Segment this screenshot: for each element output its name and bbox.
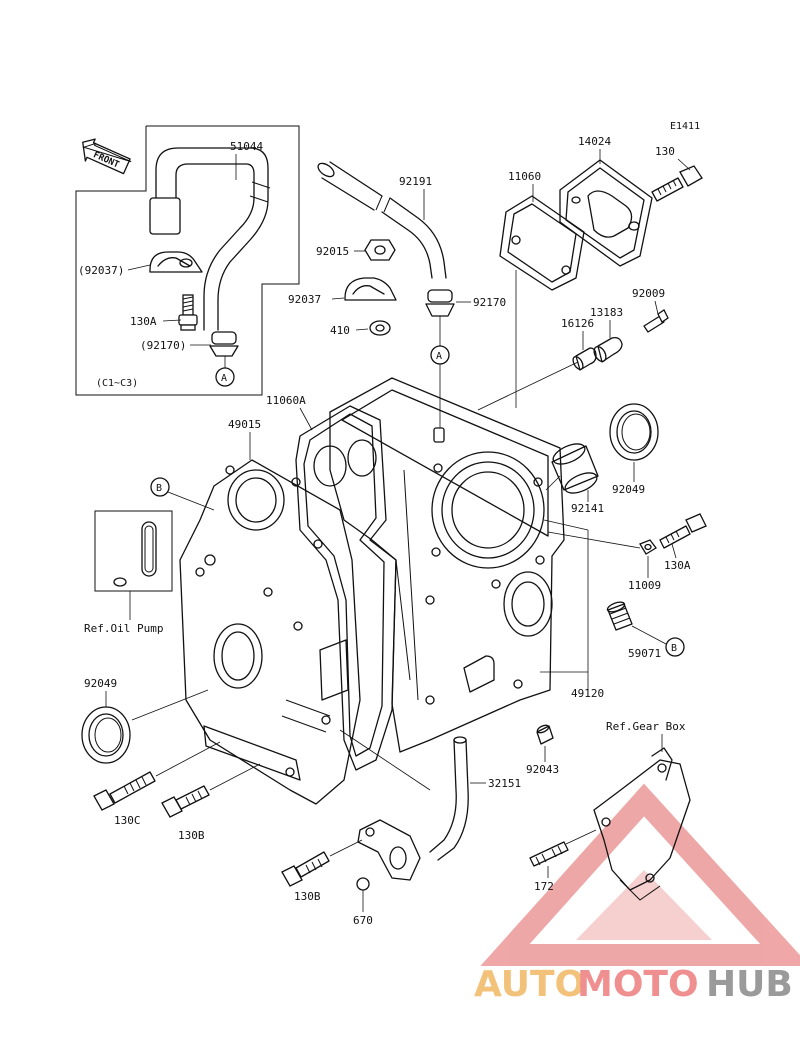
label-92009: 92009 xyxy=(632,287,665,300)
gear-box-bracket xyxy=(593,747,691,901)
watermark-moto: MOTO xyxy=(577,964,699,1005)
label-130c: 130C xyxy=(114,814,141,827)
inset-box: FRONT A 51044 xyxy=(75,125,300,396)
gasket-11060 xyxy=(499,195,585,291)
marker-a-label: A xyxy=(436,351,442,362)
oring-670 xyxy=(356,877,370,891)
clamp-92037 xyxy=(344,277,397,301)
watermark-hub: HUB xyxy=(706,964,793,1005)
label-ref-gear-box: Ref.Gear Box xyxy=(606,720,686,733)
bolt-130a-right xyxy=(659,513,707,549)
label-11060: 11060 xyxy=(508,170,541,183)
inset-note: (C1~C3) xyxy=(96,378,138,389)
label-49015: 49015 xyxy=(228,418,261,431)
marker-a-inset xyxy=(215,367,235,387)
watermark-auto: AUTO xyxy=(474,964,585,1005)
dowel-16126 xyxy=(572,347,597,371)
dowel-13183 xyxy=(593,336,623,363)
bolt-130 xyxy=(651,165,703,202)
label-92170: 92170 xyxy=(473,296,506,309)
marker-b-right xyxy=(665,637,685,657)
marker-b-right-label: B xyxy=(671,643,677,654)
bolt-130a-inset xyxy=(178,294,198,331)
cover-49015 xyxy=(179,459,361,805)
label-51044: 51044 xyxy=(230,140,263,153)
gasket-11060a xyxy=(295,405,397,771)
front-arrow-icon: FRONT xyxy=(82,138,132,175)
label-130b-lower: 130B xyxy=(294,890,321,903)
label-130a-right: 130A xyxy=(664,559,691,572)
marker-b-left xyxy=(150,477,170,497)
sensor-59071 xyxy=(606,601,633,631)
label-13183: 13183 xyxy=(590,306,623,319)
marker-b-left-label: B xyxy=(156,483,162,494)
stud-172 xyxy=(529,841,569,867)
seal-92049-left xyxy=(81,706,131,764)
label-410: 410 xyxy=(330,324,350,337)
bushing-92141 xyxy=(551,443,599,494)
label-49120: 49120 xyxy=(571,687,604,700)
clamp-92170 xyxy=(425,289,455,317)
dowel-92043 xyxy=(536,724,554,745)
label-16126: 16126 xyxy=(561,317,594,330)
watermark-triangle xyxy=(480,783,800,966)
seal-92049-right xyxy=(609,403,659,461)
nut-92015 xyxy=(364,239,396,261)
plug-11009 xyxy=(639,539,657,555)
label-92037: 92037 xyxy=(288,293,321,306)
ref-oil-pump-box xyxy=(94,510,173,620)
label-ref-oil-pump: Ref.Oil Pump xyxy=(84,622,163,635)
clamp-92170-inset xyxy=(209,331,239,357)
lead-dowel xyxy=(477,361,579,411)
label-92037-inset: (92037) xyxy=(78,264,124,277)
label-130b-upper: 130B xyxy=(178,829,205,842)
lead-plug xyxy=(547,531,641,549)
crankcase-49120 xyxy=(329,377,565,753)
hose-92191 xyxy=(317,161,447,279)
label-14024: 14024 xyxy=(578,135,611,148)
label-92170-inset: (92170) xyxy=(140,339,186,352)
bolt-130c xyxy=(93,771,156,811)
pipe-32151 xyxy=(357,736,469,881)
bolt-130b-upper xyxy=(161,785,210,818)
label-92049-right: 92049 xyxy=(612,483,645,496)
screw-92009 xyxy=(643,309,669,333)
label-32151: 32151 xyxy=(488,777,521,790)
watermark-text: AUTO MOTO HUB xyxy=(474,964,793,1005)
marker-a-inset-label: A xyxy=(221,373,227,384)
label-670: 670 xyxy=(353,914,373,927)
label-92049-left: 92049 xyxy=(84,677,117,690)
bolt-130b-lower xyxy=(281,851,330,887)
label-130a-inset: 130A xyxy=(130,315,157,328)
label-92141: 92141 xyxy=(571,502,604,515)
label-92043: 92043 xyxy=(526,763,559,776)
lead-bushing xyxy=(545,475,561,491)
label-92015: 92015 xyxy=(316,245,349,258)
diagram-code: E1411 xyxy=(670,121,700,132)
label-11009: 11009 xyxy=(628,579,661,592)
label-59071: 59071 xyxy=(628,647,661,660)
label-130: 130 xyxy=(655,145,675,158)
hose-51044 xyxy=(149,147,271,331)
grommet-410 xyxy=(369,320,391,336)
clamp-92037-inset xyxy=(149,251,203,273)
label-172: 172 xyxy=(534,880,554,893)
label-11060a: 11060A xyxy=(266,394,306,407)
label-92191: 92191 xyxy=(399,175,432,188)
